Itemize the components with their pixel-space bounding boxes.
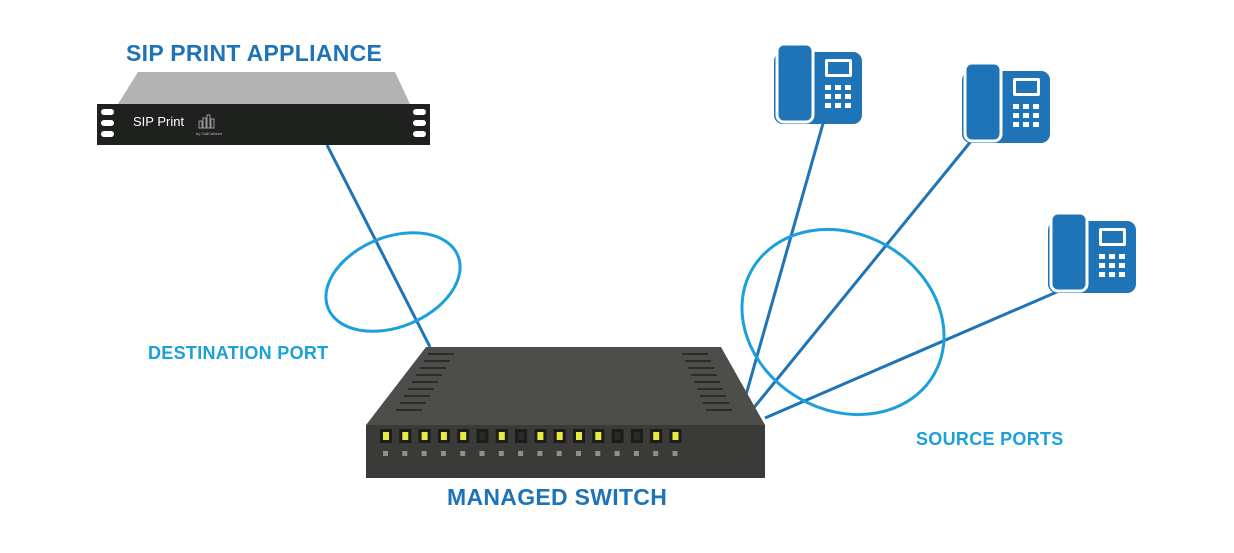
port-status-light (479, 451, 485, 456)
switch-vents-left (396, 353, 454, 411)
switch-port (515, 429, 528, 456)
port-status-light (402, 451, 408, 456)
port-led-active (460, 432, 467, 440)
appliance-brand-sub: by CallCabinet (196, 131, 223, 136)
switch-vents-right (682, 353, 732, 411)
port-led-inactive (614, 432, 621, 440)
phone-icon (962, 61, 1050, 143)
phone-icon (774, 42, 862, 124)
port-led-active (672, 432, 679, 440)
destination-port-label: DESTINATION PORT (148, 343, 329, 363)
cable-phone-3 (764, 286, 1067, 420)
switch-port (476, 429, 489, 456)
port-led-active (421, 432, 428, 440)
cable-appliance-to-switch (325, 144, 432, 348)
appliance-front (97, 104, 430, 145)
port-led-active (653, 432, 660, 440)
switch-port (418, 429, 431, 456)
port-status-light (595, 451, 601, 456)
port-led-active (440, 432, 447, 440)
source-ports-label: SOURCE PORTS (916, 429, 1064, 449)
phone-icon (1048, 211, 1136, 293)
appliance-logo-bars (198, 114, 215, 129)
port-status-light (498, 451, 504, 456)
port-led-active (498, 432, 505, 440)
port-status-light (672, 451, 678, 456)
switch-port (553, 429, 566, 456)
port-led-active (576, 432, 582, 440)
port-status-light (537, 451, 543, 456)
destination-port-ring (324, 231, 462, 333)
switch-port (630, 429, 643, 456)
port-led-active (595, 432, 602, 440)
port-led-active (402, 432, 409, 440)
switch-top (366, 347, 765, 425)
port-status-light (633, 451, 639, 456)
port-led-active (556, 432, 563, 440)
port-led-inactive (633, 432, 640, 440)
switch-port (399, 429, 412, 456)
cables (325, 119, 1067, 420)
switch-port (573, 429, 585, 456)
switch-title: MANAGED SWITCH (447, 484, 668, 510)
appliance-rack-ears (101, 109, 426, 137)
switch-port (669, 429, 682, 456)
managed-switch (366, 347, 765, 478)
switch-port (534, 429, 547, 456)
switch-port (457, 429, 470, 456)
port-led-inactive (518, 432, 525, 440)
switch-port (592, 429, 605, 456)
appliance-brand-label: SIP Print (133, 114, 185, 129)
appliance-title: SIP PRINT APPLIANCE (126, 40, 383, 66)
port-status-light (614, 451, 620, 456)
port-status-light (518, 451, 524, 456)
port-status-light (576, 451, 581, 456)
port-led-active (537, 432, 544, 440)
cable-phone-2 (750, 139, 974, 411)
port-status-light (421, 451, 427, 456)
phones (774, 42, 1136, 293)
port-led-active (383, 432, 389, 440)
switch-ports (380, 429, 682, 456)
source-ports-ring (740, 227, 946, 417)
port-status-light (460, 451, 466, 456)
port-led-inactive (479, 432, 486, 440)
appliance-top (118, 72, 410, 104)
switch-port (495, 429, 508, 456)
port-status-light (440, 451, 446, 456)
switch-port (611, 429, 624, 456)
switch-port (650, 429, 663, 456)
port-status-light (383, 451, 388, 456)
cable-phone-1 (742, 119, 826, 403)
switch-port (437, 429, 450, 456)
sip-print-appliance (97, 72, 430, 145)
switch-port (380, 429, 392, 456)
port-status-light (653, 451, 659, 456)
port-status-light (556, 451, 562, 456)
